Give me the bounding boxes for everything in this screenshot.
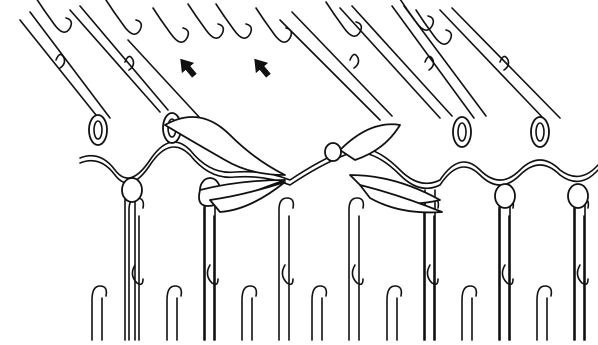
tall-needle [349, 198, 363, 340]
needle-latch [502, 265, 513, 284]
needle-hook [129, 198, 143, 340]
upper-needle [188, 4, 223, 38]
needle-hook [242, 286, 256, 340]
arrow-up-left-icon [248, 54, 274, 81]
arrow-shape [248, 54, 274, 81]
needle-shaft [292, 12, 392, 116]
needle-latch [577, 265, 588, 284]
needle-hook [537, 286, 551, 340]
lower-needle [312, 286, 326, 340]
needle-hook [462, 286, 476, 340]
needle-hook [574, 198, 588, 340]
needle-latch [282, 265, 293, 284]
stitch-knot [495, 184, 515, 208]
upper-needle-bed [20, 0, 560, 120]
lower-needle [537, 286, 551, 340]
needle-shaft [404, 6, 486, 116]
arrow-shape [174, 54, 200, 81]
lower-needle [242, 286, 256, 340]
lower-needle [92, 286, 106, 340]
upper-needle [326, 2, 361, 36]
stitch-loop [89, 115, 107, 145]
needle-hook [312, 286, 326, 340]
needle-shaft [440, 10, 545, 120]
upper-needle [216, 4, 251, 38]
arrow-up-left-icon [174, 54, 200, 81]
tall-needle [129, 198, 143, 340]
direction-arrows [174, 54, 274, 81]
tall-needle [424, 198, 438, 340]
needle-hook [424, 198, 438, 340]
needle-hook [499, 198, 513, 340]
tall-needle [279, 198, 293, 340]
needle-shaft [452, 8, 560, 118]
lower-needle [167, 286, 181, 340]
needle-hook [196, 16, 223, 38]
stitch-knot [325, 143, 341, 161]
needle-hook [167, 286, 181, 340]
needle-hook [387, 286, 401, 340]
needle-shaft [352, 6, 452, 116]
needle-hook [44, 10, 71, 32]
needle-hook [349, 198, 363, 340]
needle-hook [424, 22, 451, 44]
upper-needle [153, 8, 188, 42]
needle-latch [207, 265, 218, 284]
needle-hook [264, 20, 291, 42]
tall-needle [499, 198, 513, 340]
needle-shaft [80, 6, 168, 110]
needle-latch [427, 265, 438, 284]
transfer-loop [165, 117, 285, 175]
needle-hook [204, 198, 218, 340]
lower-needle [387, 286, 401, 340]
needle-latch [352, 265, 363, 284]
needle-shaft [20, 20, 100, 120]
yarn-course [80, 113, 598, 212]
stitch-knot [568, 184, 588, 208]
lower-needle [462, 286, 476, 340]
needle-hook [161, 20, 188, 42]
stitch-knot [122, 178, 142, 202]
needle-hook [224, 16, 251, 38]
needle-hook [279, 198, 293, 340]
upper-needle [398, 0, 433, 30]
needle-hook [114, 12, 141, 34]
stitch-loop [531, 117, 549, 147]
tall-needle [574, 198, 588, 340]
tall-needle [204, 198, 218, 340]
stitch-loop [453, 117, 471, 147]
needle-hook [92, 286, 106, 340]
needle-latch [132, 265, 143, 284]
lower-needle-bed [92, 190, 588, 340]
needle-latch [425, 56, 434, 70]
upper-needle [106, 0, 141, 34]
needle-latch [350, 54, 359, 68]
